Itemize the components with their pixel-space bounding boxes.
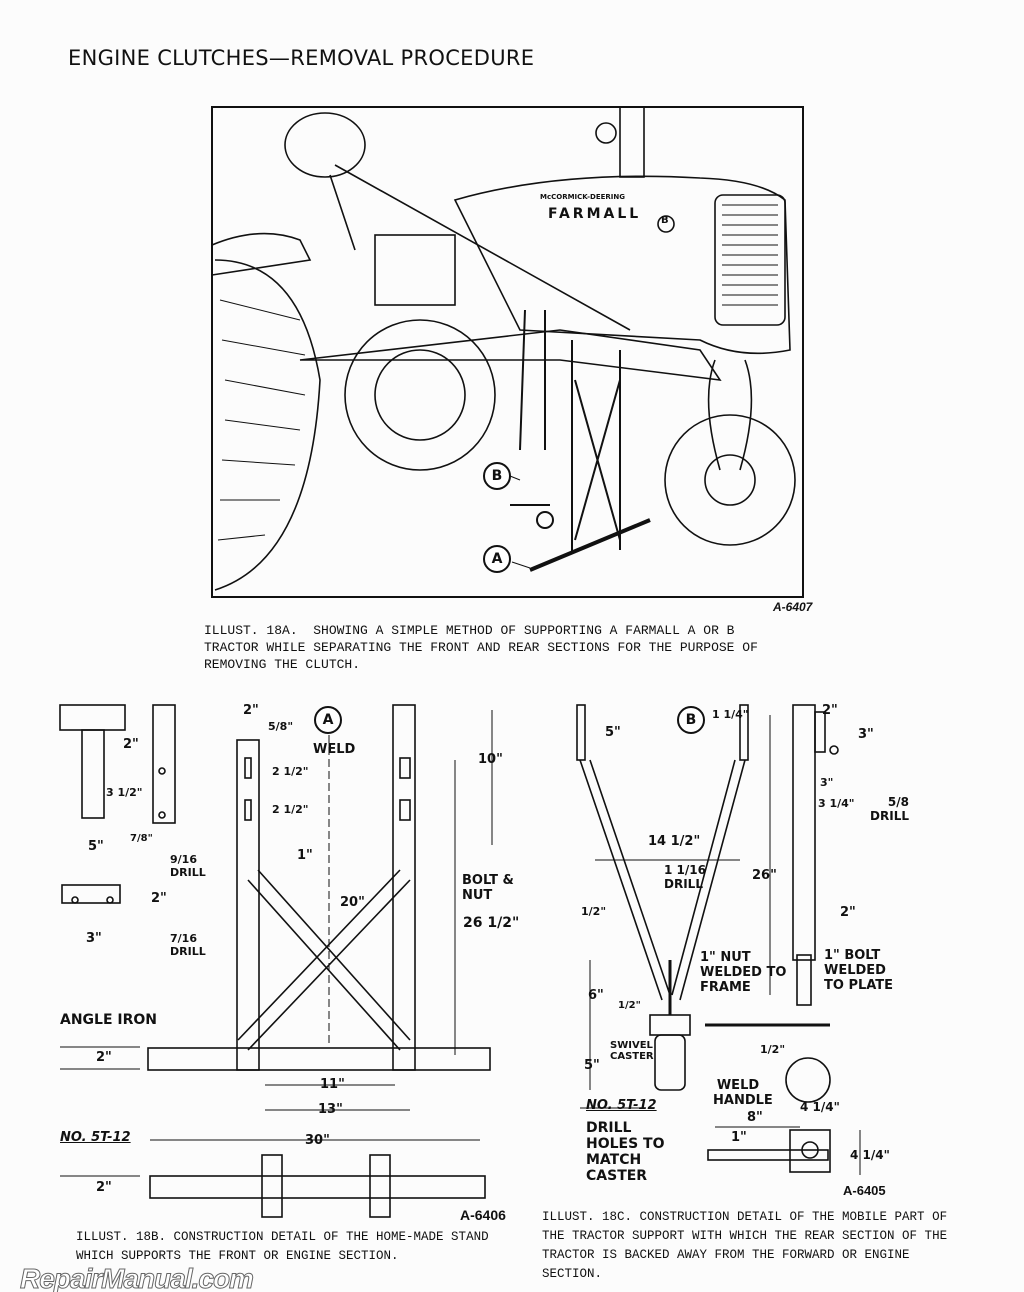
dim-label: 2" (822, 703, 838, 718)
dim-label: 4 1/4" (800, 1100, 840, 1114)
drill-label: 5/8 DRILL (870, 795, 909, 823)
grille (714, 194, 786, 326)
angle-iron-base (147, 1047, 491, 1071)
stand-b (510, 309, 554, 529)
drill-holes-label: DRILL HOLES TO MATCH CASTER (586, 1120, 665, 1184)
dim-label: 1 1/4" (712, 708, 749, 721)
figure-ref-18a: A-6407 (773, 600, 813, 614)
callout-a: A (483, 545, 511, 573)
drill-label: 1 1/16 DRILL (664, 863, 706, 891)
bolt-welded-label: 1" BOLT WELDED TO PLATE (824, 948, 894, 993)
drill-label: 7/16 DRILL (170, 932, 206, 958)
dim-label: 1/2" (581, 905, 607, 918)
dim-label: 26" (752, 868, 777, 883)
caption-18a-line2: TRACTOR WHILE SEPARATING THE FRONT AND R… (204, 640, 758, 655)
rear-wheel-left (214, 259, 321, 591)
callout-a-detail: A (314, 706, 342, 734)
illust-18a-frame (211, 106, 804, 598)
caster-wheel (785, 1057, 831, 1103)
dim-label: 2" (96, 1180, 112, 1195)
caption-18c: ILLUST. 18C. CONSTRUCTION DETAIL OF THE … (542, 1210, 948, 1281)
dim-label: 3 1/2" (106, 786, 143, 799)
exhaust-stack (619, 106, 645, 178)
dim-label: 4 1/4" (850, 1148, 890, 1162)
base-plan-view (149, 1175, 486, 1199)
dim-label: 2" (840, 905, 856, 920)
model-badge: B (661, 215, 669, 226)
dim-label: 5" (584, 1058, 600, 1073)
brand-small-label: McCORMICK-DEERING (540, 193, 625, 201)
dim-label: 2" (123, 737, 139, 752)
brand-label: FARMALL (548, 206, 642, 222)
caption-18a-line3: REMOVING THE CLUTCH. (204, 657, 361, 672)
dim-label: 2" (243, 703, 259, 718)
dim-label: 5" (88, 839, 104, 854)
stand-a (529, 340, 651, 572)
bolt-nut-label: BOLT & NUT (462, 873, 514, 903)
callout-b-detail: B (677, 706, 705, 734)
nut-welded-label: 1" NUT WELDED TO FRAME (700, 950, 787, 995)
weld-handle-label: WELD HANDLE (713, 1078, 773, 1108)
part-number-label: NO. 5T-12 (586, 1098, 657, 1113)
rear-wheel-right (344, 319, 496, 471)
dim-label: 7/8" (130, 833, 153, 844)
dim-label: 3" (820, 776, 834, 789)
dim-label: 1/2" (760, 1043, 786, 1056)
angle-iron-label: ANGLE IRON (60, 1012, 158, 1028)
dim-label: 1/2" (618, 1000, 641, 1011)
dim-label: 26 1/2" (463, 915, 520, 931)
illust-18c-drawing (576, 704, 861, 1175)
dim-label: 2 1/2" (272, 803, 309, 816)
dim-label: 30" (305, 1133, 330, 1148)
dim-label: 14 1/2" (648, 834, 701, 849)
dim-label: 6" (588, 988, 604, 1003)
right-leg (392, 704, 416, 1071)
dim-label: 5" (605, 725, 621, 740)
dim-label: 5/8" (268, 720, 294, 733)
upright-post (792, 704, 816, 961)
dim-label: 2 1/2" (272, 765, 309, 778)
dim-label: 8" (747, 1110, 763, 1125)
caption-18a-line1: ILLUST. 18A. SHOWING A SIMPLE METHOD OF … (204, 623, 735, 638)
steering-rod (334, 164, 631, 331)
callout-b: B (483, 462, 511, 490)
dim-label: 11" (320, 1077, 345, 1092)
drill-label: 9/16 DRILL (170, 853, 206, 879)
caption-18b: ILLUST. 18B. CONSTRUCTION DETAIL OF THE … (76, 1230, 489, 1263)
dim-label: 3" (858, 727, 874, 742)
page-title: ENGINE CLUTCHES—REMOVAL PROCEDURE (68, 46, 535, 70)
steering-wheel (284, 112, 366, 178)
dim-label: 3" (86, 931, 102, 946)
swivel-caster-label: SWIVEL CASTER (610, 1040, 654, 1062)
dim-label: 2" (151, 891, 167, 906)
swivel-caster (654, 1034, 686, 1091)
illust-18b-drawing (59, 704, 493, 1218)
tractor-drawing (211, 106, 796, 591)
dim-label: 1" (731, 1130, 747, 1145)
weld-label: WELD (313, 742, 356, 757)
dim-label: 20" (340, 895, 365, 910)
dim-label: 1" (297, 848, 313, 863)
front-wheel (664, 414, 796, 546)
dim-label: 10" (478, 752, 503, 767)
dim-label: 2" (96, 1050, 112, 1065)
figure-ref-18c: A-6405 (843, 1183, 886, 1198)
figure-ref-18b: A-6406 (460, 1207, 506, 1223)
watermark: RepairManual.com (20, 1263, 255, 1292)
hood (453, 175, 791, 355)
dim-label: 3 1/4" (818, 797, 855, 810)
part-number-label: NO. 5T-12 (60, 1130, 131, 1145)
dim-label: 13" (318, 1102, 343, 1117)
